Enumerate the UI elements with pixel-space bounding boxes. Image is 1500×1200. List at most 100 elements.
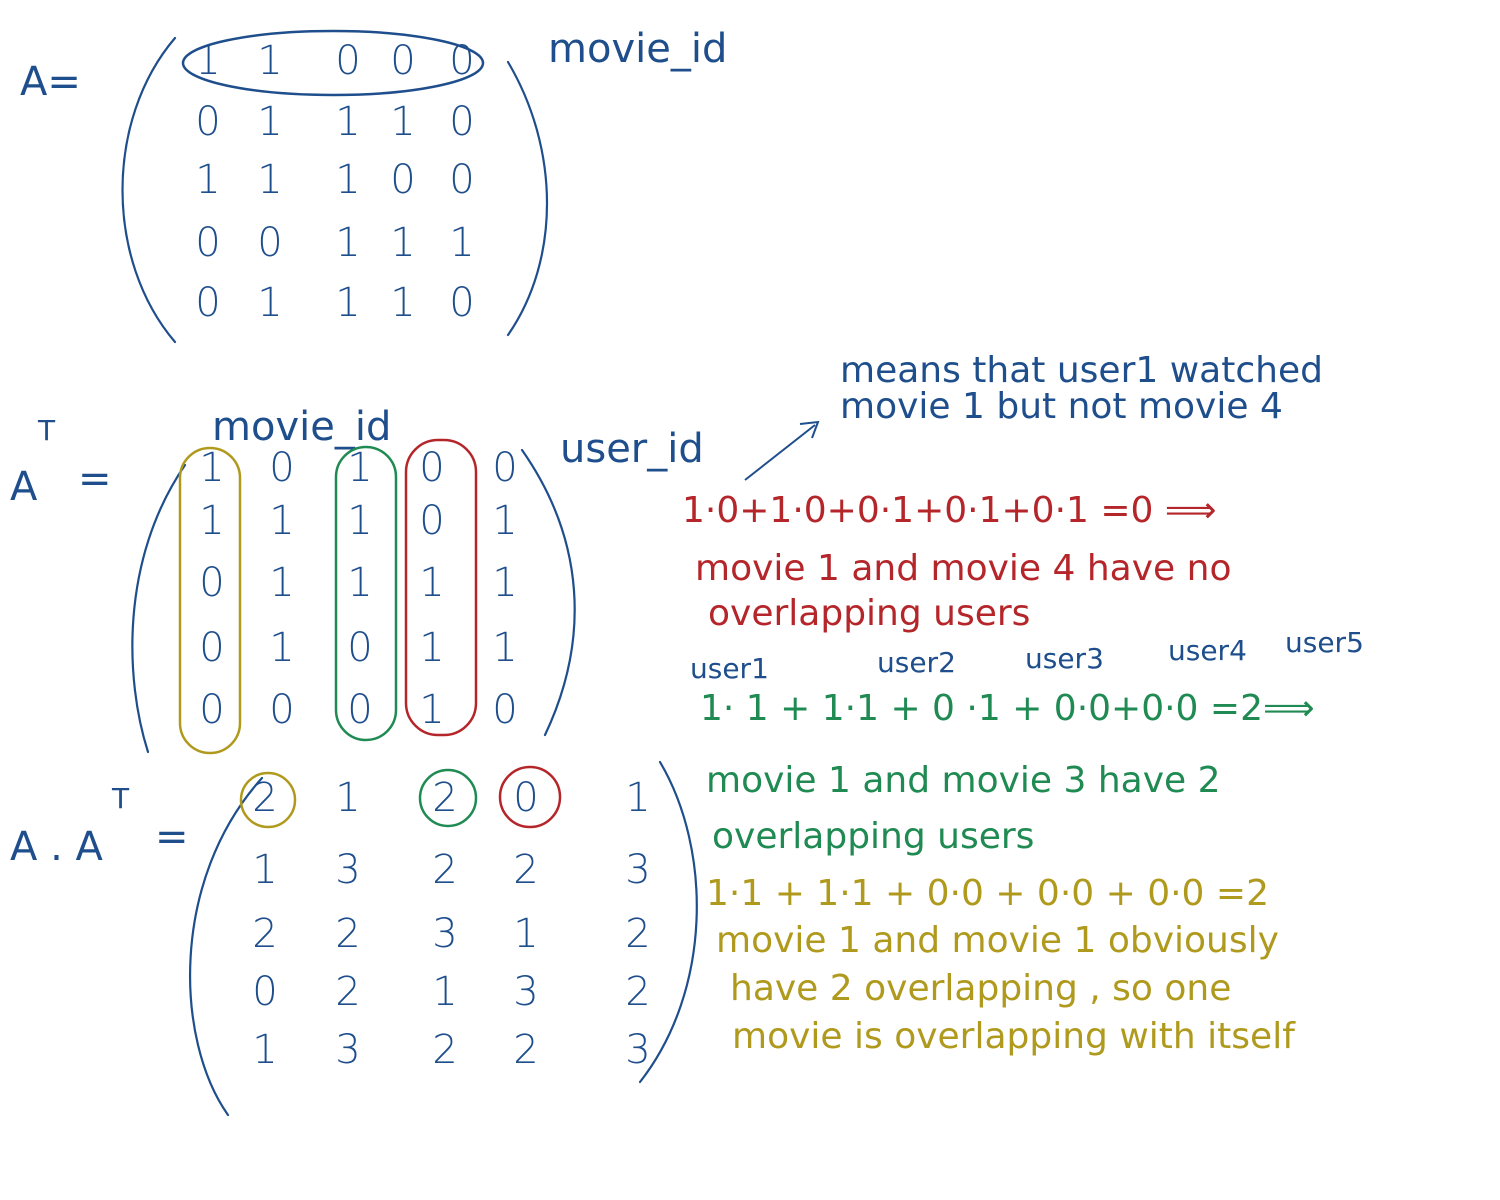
matrix-a-cell-1-2: 1 [257,38,282,84]
matrix-aat-equals: = [155,814,189,860]
matrix-at-cell-4-3: 0 [347,625,372,671]
matrix-at-cell-3-4: 1 [419,560,444,606]
matrix-aat-cell-5-1: 1 [252,1027,277,1073]
matrix-a-cell-3-1: 1 [195,157,220,203]
aat-cell-1-1-highlight [239,771,297,829]
green-annotation: 1· 1 + 1·1 + 0 ·1 + 0·0+0·0 =2⟹ movie 1 … [700,688,1315,857]
olive-annotation: 1·1 + 1·1 + 0·0 + 0·0 + 0·0 =2 movie 1 a… [706,873,1296,1057]
matrix-at-cell-3-3: 1 [347,560,372,606]
matrix-at-cell-1-2: 0 [269,445,294,491]
matrix-at-cell-4-1: 0 [199,625,224,671]
user-label-1: user1 [690,652,769,685]
matrix-aat-cell-2-4: 2 [513,847,538,893]
matrix-at-col3-highlight [334,445,398,742]
matrix-aat-cell-1-3: 2 [432,775,457,821]
matrix-a-cell-5-2: 1 [257,280,282,326]
matrix-at-superscript: T [37,414,56,447]
matrix-at-cell-4-4: 1 [419,625,444,671]
matrix-at-cell-2-3: 1 [347,498,372,544]
matrix-at-cell-3-2: 1 [269,560,294,606]
matrix-a-cell-4-2: 0 [257,220,282,266]
matrix-a-cell-4-1: 0 [195,220,220,266]
matrix-aat-cell-4-1: 0 [252,969,277,1015]
movie-id-label-mid: movie_id [212,404,391,450]
matrix-a-cell-1-4: 0 [390,38,415,84]
matrix-a-cell-4-5: 1 [449,220,474,266]
matrix-a-cell-4-4: 1 [390,220,415,266]
matrix-a-cell-3-3: 1 [335,157,360,203]
matrix-aat-cell-4-2: 2 [335,969,360,1015]
matrix-a-cell-4-3: 1 [335,220,360,266]
matrix-aat-cell-3-4: 1 [513,911,538,957]
matrix-aat-cell-5-5: 3 [625,1027,650,1073]
matrix-at-cell-5-2: 0 [269,687,294,733]
matrix-at-cell-1-1: 1 [199,445,224,491]
matrix-aat-cell-1-4: 0 [513,775,538,821]
matrix-a-cell-5-4: 1 [390,280,415,326]
matrix-at-label: A [10,464,38,510]
matrix-a-row1-highlight [181,29,485,97]
green-note-line2: overlapping users [712,816,1034,857]
matrix-aat-cell-5-2: 3 [335,1027,360,1073]
matrix-aat-cell-4-4: 3 [513,969,538,1015]
matrix-a-cell-1-1: 1 [195,38,220,84]
matrix-a-cell-1-5: 0 [449,38,474,84]
olive-note-line3: movie is overlapping with itself [732,1016,1296,1057]
arrow-head-icon [799,420,820,439]
blue-note-line2: movie 1 but not movie 4 [840,386,1283,427]
arrow-line [744,424,816,481]
matrix-at-cell-1-5: 0 [492,445,517,491]
matrix-at-cell-4-2: 1 [269,625,294,671]
matrix-aat-cell-3-2: 2 [335,911,360,957]
matrix-aat-cell-2-3: 2 [432,847,457,893]
matrix-at-cell-5-1: 0 [199,687,224,733]
red-note-line1: movie 1 and movie 4 have no [695,548,1231,589]
red-note-line2: overlapping users [708,593,1030,634]
matrix-at-right-paren [520,448,576,737]
matrix-a-cell-2-1: 0 [195,99,220,145]
matrix-at-cell-1-4: 0 [419,445,444,491]
matrix-aat-superscript: T [111,782,130,815]
matrix-aat-left-paren [188,776,264,1117]
user-id-label: user_id [560,426,704,472]
matrix-aat-cell-2-5: 3 [625,847,650,893]
user-label-2: user2 [877,646,956,679]
matrix-a-cell-2-4: 1 [390,99,415,145]
blue-note-line1: means that user1 watched [840,350,1323,391]
matrix-at-cell-2-5: 1 [492,498,517,544]
matrix-a-cell-3-5: 0 [449,157,474,203]
movie-id-label-top: movie_id [548,26,727,72]
matrix-aat-cell-4-3: 1 [432,969,457,1015]
user-label-5: user5 [1285,626,1364,659]
red-equation: 1·0+1·0+0·1+0·1+0·1 =0 ⟹ [682,490,1216,531]
matrix-at-cell-4-5: 1 [492,625,517,671]
matrix-at-col4-highlight [404,438,478,737]
matrix-at-cell-2-4: 0 [419,498,444,544]
matrix-a-label: A= [20,59,81,105]
matrix-at-cell-5-3: 0 [347,687,372,733]
matrix-a-cell-3-4: 0 [390,157,415,203]
matrix-aat-cell-5-4: 2 [513,1027,538,1073]
matrix-aat-cell-3-1: 2 [252,911,277,957]
matrix-aat-cell-1-5: 1 [625,775,650,821]
matrix-aat-cell-4-5: 2 [625,969,650,1015]
green-equation: 1· 1 + 1·1 + 0 ·1 + 0·0+0·0 =2⟹ [700,688,1315,729]
user-label-3: user3 [1025,642,1104,675]
aat-cell-1-3-highlight [418,768,478,828]
matrix-a-left-paren [121,36,177,344]
matrix-aat-right-paren [638,760,698,1084]
user-labels: user1 user2 user3 user4 user5 [690,626,1364,685]
matrix-aat-cell-2-1: 1 [252,847,277,893]
olive-equation: 1·1 + 1·1 + 0·0 + 0·0 + 0·0 =2 [706,873,1269,914]
matrix-at-equals: = [78,456,112,502]
matrix-at-left-paren [131,463,187,754]
matrix-at-cell-3-1: 0 [199,560,224,606]
aat-cell-1-4-highlight [498,765,562,829]
olive-note-line2: have 2 overlapping , so one [730,968,1231,1009]
